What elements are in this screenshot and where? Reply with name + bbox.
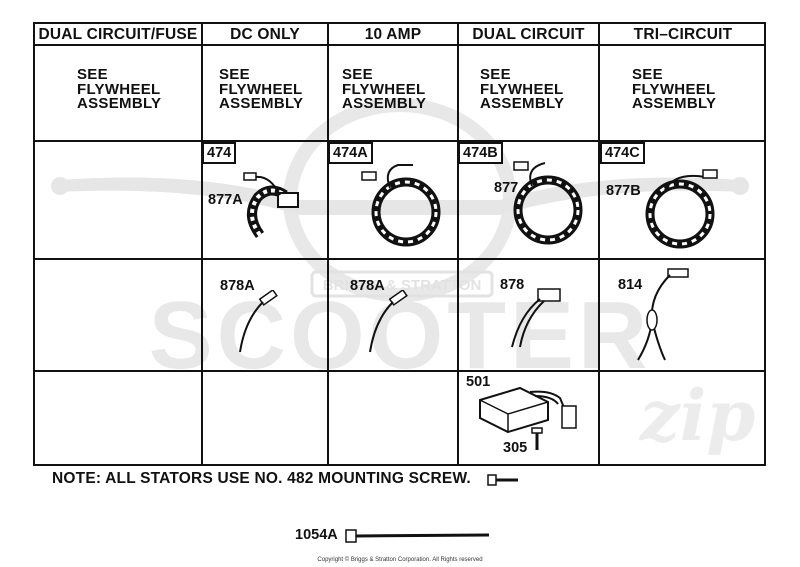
see-flywheel-col5: SEE FLYWHEEL ASSEMBLY [632,66,717,112]
part-label-878[interactable]: 878 [500,277,525,293]
mounting-screw-482-icon[interactable] [486,470,522,490]
copyright-notice: Copyright © Briggs & Stratton Corporatio… [317,557,483,563]
part-box-474[interactable]: 474 [202,142,237,164]
wire-878a-2-drawing[interactable] [355,290,415,360]
wire-814-drawing[interactable] [630,265,700,365]
part-label-305[interactable]: 305 [503,440,528,456]
part-label-877[interactable]: 877 [494,180,519,196]
part-label-877a[interactable]: 877A [208,192,243,208]
see-flywheel-col1: SEE FLYWHEEL ASSEMBLY [77,66,162,112]
see-flywheel-col2: SEE FLYWHEEL ASSEMBLY [219,66,304,112]
part-label-1054a[interactable]: 1054A [295,527,338,543]
part-box-474b[interactable]: 474B [458,142,503,164]
stator-474b-drawing[interactable] [500,158,590,248]
part-label-877b[interactable]: 877B [606,183,641,199]
regulator-501-drawing[interactable] [470,370,590,460]
part-label-501[interactable]: 501 [466,374,491,390]
header-dc-only: DC ONLY [230,26,300,43]
stator-474c-drawing[interactable] [635,162,725,252]
mounting-screw-note: NOTE: ALL STATORS USE NO. 482 MOUNTING S… [52,470,471,487]
wire-878-drawing[interactable] [500,285,570,355]
see-flywheel-col4: SEE FLYWHEEL ASSEMBLY [480,66,565,112]
part-label-878a-1[interactable]: 878A [220,278,255,294]
stator-474-drawing[interactable] [240,165,310,250]
part-box-474c[interactable]: 474C [600,142,645,164]
header-dual-circuit: DUAL CIRCUIT [472,26,585,43]
part-label-814[interactable]: 814 [618,277,643,293]
part-label-878a-2[interactable]: 878A [350,278,385,294]
stator-474a-drawing[interactable] [358,160,448,250]
stator-table: DUAL CIRCUIT/FUSE DC ONLY 10 AMP DUAL CI… [33,22,766,466]
wire-878a-1-drawing[interactable] [225,290,285,360]
header-dual-circuit-fuse: DUAL CIRCUIT/FUSE [38,26,198,43]
header-10-amp: 10 AMP [364,26,422,43]
cable-tie-1054a-drawing[interactable] [344,526,494,546]
part-box-474a[interactable]: 474A [328,142,373,164]
see-flywheel-col3: SEE FLYWHEEL ASSEMBLY [342,66,427,112]
header-tri-circuit: TRI–CIRCUIT [633,26,733,43]
